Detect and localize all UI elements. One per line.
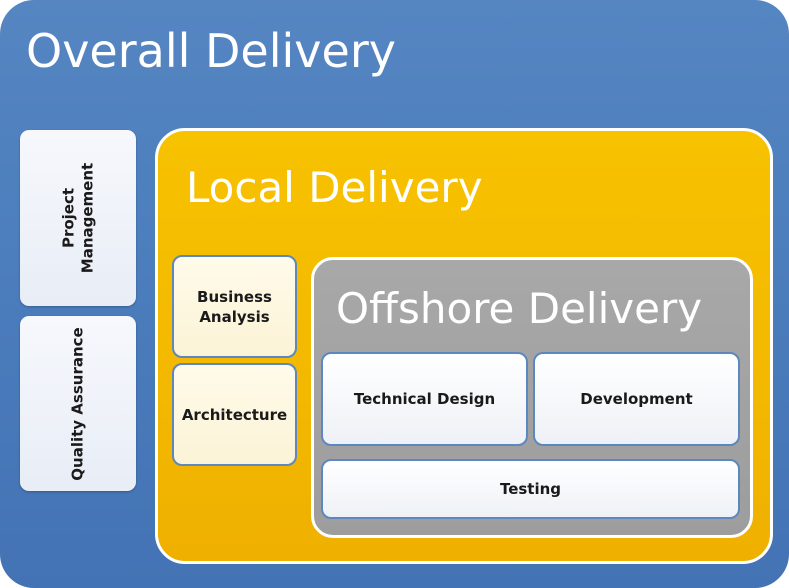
architecture-label: Architecture [181,405,288,424]
quality-assurance-label: Quality Assurance [68,326,87,481]
testing-label: Testing [499,480,562,498]
offshore-delivery-title: Offshore Delivery [336,284,703,333]
project-management-box: Project Management [20,130,136,306]
local-delivery-title: Local Delivery [186,163,483,212]
testing-box: Testing [321,459,740,519]
overall-delivery-title: Overall Delivery [26,24,396,78]
technical-design-box: Technical Design [321,352,528,446]
business-analysis-label: Business Analysis [197,287,272,326]
technical-design-label: Technical Design [353,390,496,408]
architecture-box: Architecture [172,363,297,466]
development-box: Development [533,352,740,446]
business-analysis-box: Business Analysis [172,255,297,358]
quality-assurance-box: Quality Assurance [20,316,136,491]
development-label: Development [580,390,693,408]
project-management-label: Project Management [59,162,96,274]
